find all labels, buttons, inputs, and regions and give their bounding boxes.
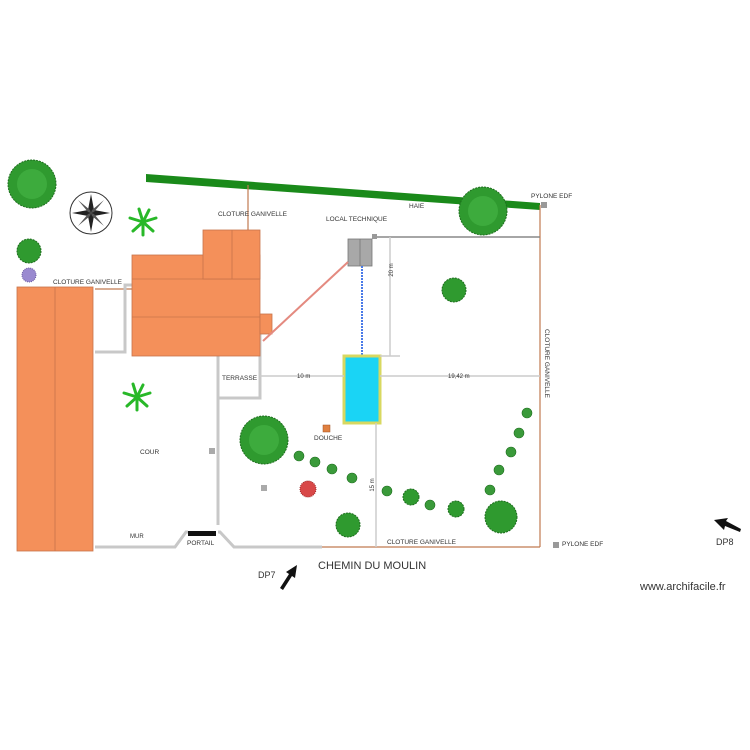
douche-label: DOUCHE [314, 435, 343, 442]
dimension-lines [260, 237, 540, 547]
pylone-bottom-marker [553, 542, 559, 548]
pipe-red [262, 261, 349, 342]
terrasse-label: TERRASSE [222, 375, 258, 382]
haie-label: HAIE [409, 203, 425, 210]
tree-icon [447, 500, 465, 518]
fences [95, 185, 541, 548]
dim-15m: 15 m [370, 478, 376, 491]
palm-icon [128, 207, 158, 237]
tree-icon [484, 500, 518, 534]
shrubs [293, 407, 533, 511]
cloture-bottom-label: CLOTURE GANIVELLE [387, 539, 457, 546]
dp7-label: DP7 [258, 570, 276, 580]
cloture-left-label: CLOTURE GANIVELLE [53, 279, 123, 286]
tree-icon [335, 512, 361, 538]
marker [209, 448, 215, 454]
shrub-icon [521, 407, 533, 419]
shrub-icon [424, 499, 436, 511]
dp7-arrow-icon [280, 565, 297, 590]
shrub-icon [381, 485, 393, 497]
buildings [16, 229, 273, 552]
shrub-icon [493, 464, 505, 476]
tree-icon [402, 488, 420, 506]
pool [342, 354, 382, 425]
dim-20m: 20 m [389, 263, 395, 276]
shrub-icon [309, 456, 321, 468]
house-annex [259, 313, 273, 335]
mur-label: MUR [130, 534, 144, 540]
compass-rose-icon [69, 191, 113, 235]
watermark: www.archifacile.fr [639, 581, 726, 593]
tree-icon [16, 238, 42, 264]
palm-icon [122, 382, 152, 412]
flower-icon [299, 480, 317, 498]
cour-label: COUR [140, 449, 159, 456]
shrub-icon [484, 484, 496, 496]
shrub-icon [346, 472, 358, 484]
dp8-label: DP8 [716, 537, 734, 547]
portail [188, 531, 216, 536]
flower-icon [21, 267, 37, 283]
pylone-top-label: PYLONE EDF [531, 193, 572, 200]
dp8-arrow-icon [714, 518, 741, 532]
marker [261, 485, 267, 491]
shrub-icon [505, 446, 517, 458]
dim-19-42m: 19,42 m [448, 374, 470, 380]
local-technique-marker [372, 234, 377, 239]
shrub-icon [293, 450, 305, 462]
douche-icon [322, 424, 331, 433]
tree-icon [441, 277, 467, 303]
pylone-bottom-label: PYLONE EDF [562, 541, 603, 548]
portail-label: PORTAIL [187, 540, 215, 547]
cloture-right-label: CLOTURE GANIVELLE [543, 329, 550, 399]
hedge [146, 174, 540, 210]
street-label: CHEMIN DU MOULIN [318, 560, 426, 572]
pylone-top-marker [541, 202, 547, 208]
cloture-top-label: CLOTURE GANIVELLE [218, 211, 288, 218]
local-technique-label: LOCAL TECHNIQUE [326, 216, 388, 223]
house-upper [202, 229, 261, 280]
trees [7, 159, 518, 538]
dim-10m: 10 m [297, 374, 310, 380]
shrub-icon [326, 463, 338, 475]
shrub-icon [513, 427, 525, 439]
